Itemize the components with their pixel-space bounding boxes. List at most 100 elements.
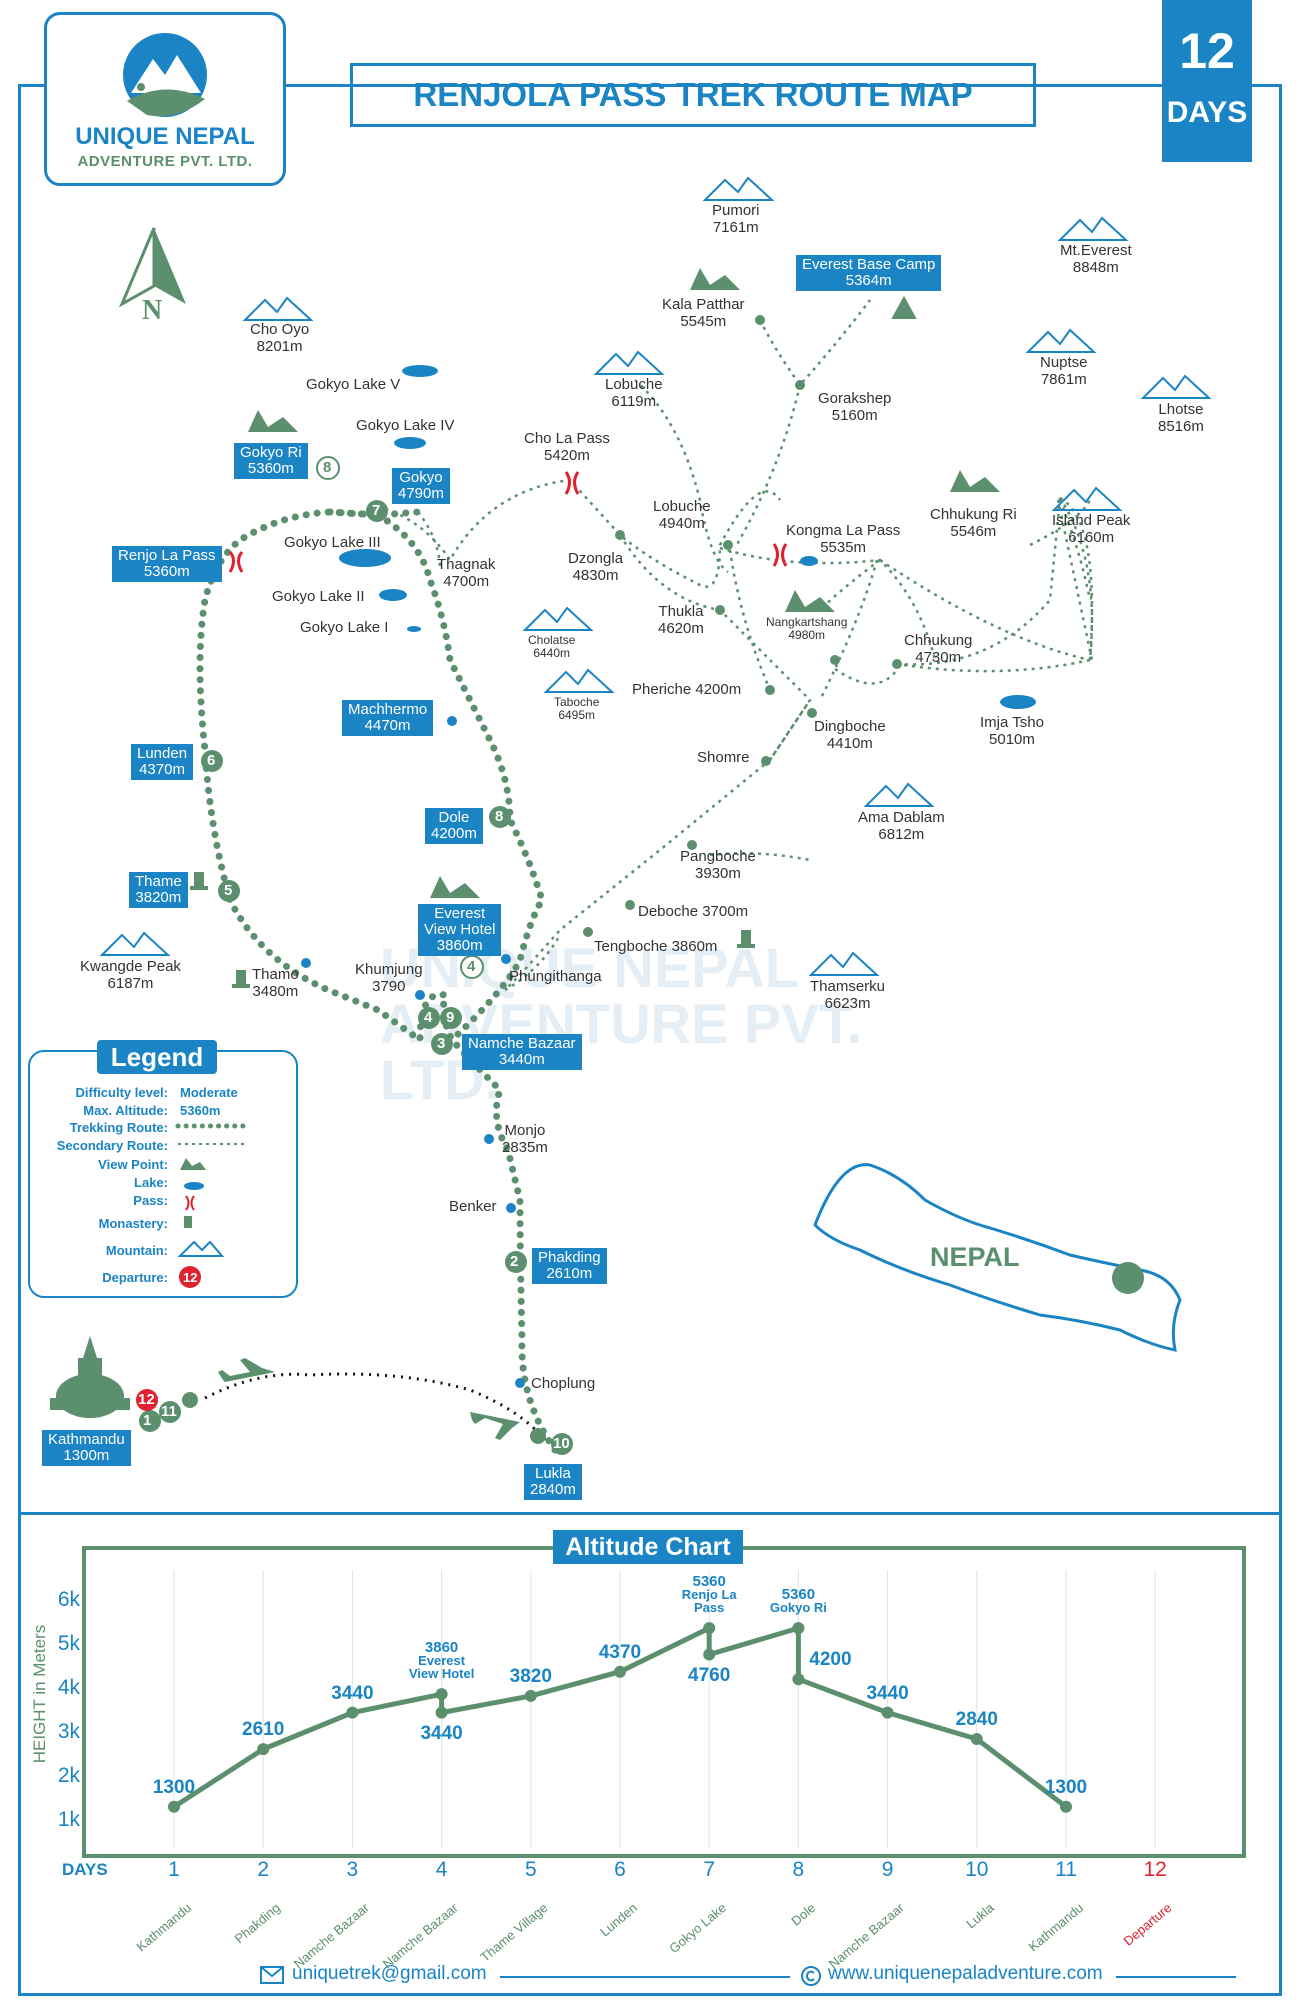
chart-point [1060, 1800, 1072, 1813]
chart-y-tick: 4k [57, 1676, 80, 1699]
place-thukla: Thukla 4620m [658, 603, 704, 637]
nepal-label: NEPAL [930, 1242, 1020, 1272]
tag-kathmandu: Kathmandu 1300m [42, 1430, 131, 1466]
place-cho-la-pass: Cho La Pass 5420m [524, 430, 610, 464]
mountain-altitude: 8201m [256, 338, 303, 355]
mountain-name: Thamserku [810, 978, 886, 995]
chart-x-tick: 2 [257, 1858, 270, 1881]
mountain-altitude: 6623m [824, 995, 871, 1012]
legend-mountain: Mountain: [105, 1243, 168, 1258]
chart-point [257, 1743, 270, 1756]
mountain-icons [99, 176, 1212, 976]
chart-point [524, 1689, 537, 1702]
trek-region-marker [1112, 1262, 1144, 1294]
footer-rule-left [500, 1976, 790, 1978]
chart-data-note: Gokyo Ri [769, 1600, 827, 1616]
mountain-altitude: 6187m [107, 975, 154, 992]
chart-data-label: 3440 [331, 1682, 374, 1704]
place-choplung: Choplung [531, 1375, 596, 1392]
flight-path [204, 1372, 547, 1441]
place-khumjung: Khumjung 3790 [355, 961, 423, 995]
chart-frame [18, 1512, 1282, 1996]
chart-data-note: Everest View Hotel [408, 1653, 475, 1682]
place-thamo: Thamo 3480m [252, 966, 299, 1000]
day-marker-8b: 8 [323, 459, 332, 476]
chart-data-label: 2840 [955, 1709, 998, 1731]
lake-icons [339, 365, 1036, 709]
tag-thame: Thame 3820m [129, 872, 188, 908]
mountain-altitude: 8848m [1072, 259, 1119, 276]
route-map [50, 176, 1212, 1455]
mountain-name: Lobuche [605, 376, 663, 393]
airplane-icon [218, 1358, 520, 1440]
day-marker-11: 11 [161, 1403, 177, 1420]
chart-data-value: 3860 [424, 1639, 459, 1657]
company-logo[interactable]: UNIQUE NEPAL ADVENTURE PVT. LTD. [44, 12, 286, 186]
junction-nodes [583, 315, 902, 937]
tag-phakding: Phakding 2610m [532, 1248, 607, 1284]
chart-data-label: 4760 [688, 1664, 731, 1686]
chart-data-label: 2610 [242, 1719, 285, 1741]
legend-pass: Pass: [133, 1193, 168, 1208]
chart-data-label: 4370 [598, 1641, 642, 1663]
village-nodes [301, 716, 525, 1388]
day-marker-12: 12 [138, 1391, 155, 1408]
mountain-altitude: 7161m [712, 219, 759, 236]
place-chhukung-ri: Chhukung Ri 5546m [930, 506, 1017, 540]
chart-point [168, 1800, 180, 1813]
chart-y-tick: 1k [57, 1808, 80, 1831]
place-imja-tsho: Imja Tsho 5010m [980, 714, 1044, 748]
chart-y-tick: 5k [57, 1632, 80, 1655]
chart-data-label: 3820 [509, 1665, 552, 1687]
legend-difficulty-value: Moderate [180, 1085, 238, 1100]
chart-y-tick: 3k [57, 1720, 80, 1743]
place-benker: Benker [449, 1198, 497, 1215]
place-gokyo-lake-iv: Gokyo Lake IV [356, 417, 455, 434]
tag-dole: Dole 4200m [425, 808, 483, 844]
mountain-name: Island Peak [1052, 512, 1131, 529]
chart-x-label: DAYS [62, 1860, 108, 1879]
chart-x-tick: 7 [703, 1858, 716, 1881]
tag-namche-bazaar: Namche Bazaar 3440m [462, 1034, 582, 1070]
page-title: RENJOLA PASS TREK ROUTE MAP [350, 63, 1036, 127]
tag-everest-base-camp: Everest Base Camp 5364m [796, 255, 942, 291]
place-gokyo-lake-i: Gokyo Lake I [300, 619, 389, 636]
mountain-name: Taboche [554, 695, 600, 709]
chart-point [435, 1706, 448, 1719]
chart-data-note: Renjo La Pass [681, 1587, 737, 1616]
footer-website[interactable]: www.uniquenepaladventure.com [828, 1963, 1103, 1984]
legend-monastery: Monastery: [98, 1216, 168, 1231]
place-thagnak: Thagnak 4700m [437, 556, 496, 590]
chart-data-label: 3440 [420, 1722, 463, 1744]
mail-icon [260, 1966, 284, 1984]
day-marker-7: 7 [372, 502, 381, 519]
footer-email[interactable]: uniquetrek@gmail.com [292, 1963, 487, 1984]
chart-point [614, 1665, 626, 1678]
legend-altitude-label: Max. Altitude: [83, 1103, 168, 1118]
chart-data-value: 5360 [781, 1586, 816, 1604]
legend-secondary-route: Secondary Route: [56, 1138, 168, 1153]
chart-y-tick: 2k [57, 1764, 80, 1787]
tag-lukla: Lukla 2840m [524, 1464, 582, 1500]
stupa-icon [50, 1336, 130, 1418]
copyright-icon [801, 1966, 821, 1986]
chart-title: Altitude Chart [553, 1530, 743, 1564]
tag-renjo-la-pass: Renjo La Pass 5360m [112, 546, 222, 582]
mountain-altitude: 8516m [1158, 418, 1204, 435]
mountain-name: Cholatse [528, 633, 576, 647]
chart-x-tick: 4 [435, 1858, 448, 1881]
legend-trekking-route: Trekking Route: [69, 1120, 168, 1135]
legend-departure-badge: 12 [183, 1270, 198, 1285]
chart-point [970, 1733, 983, 1746]
mountain-altitude: 7861m [1040, 371, 1087, 388]
place-phungithanga: Phungithanga [509, 968, 602, 985]
days-number: 12 [1179, 23, 1235, 79]
